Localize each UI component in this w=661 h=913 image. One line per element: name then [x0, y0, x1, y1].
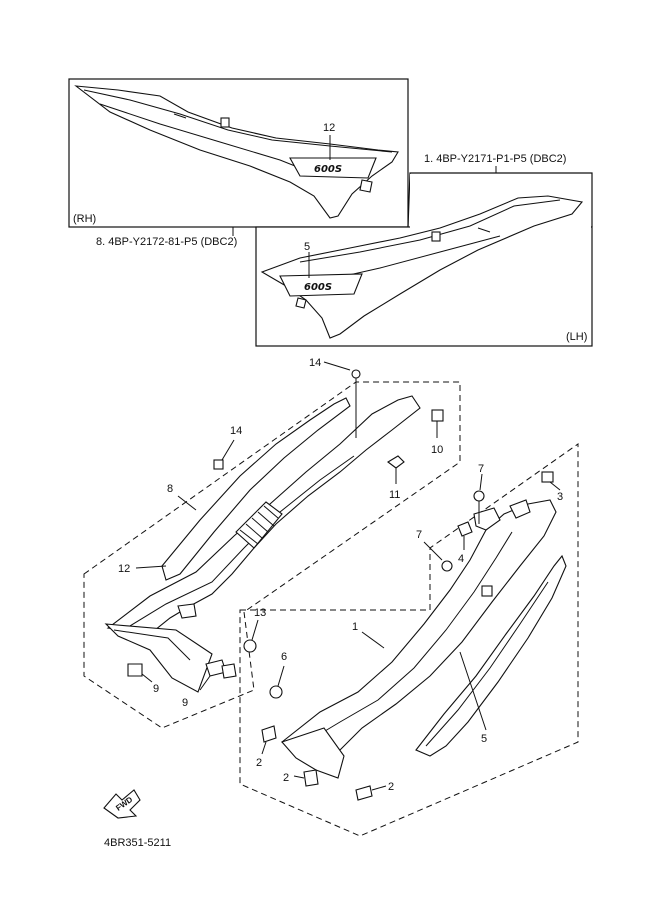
- callout-2-c-leader: [371, 785, 387, 791]
- callout-8-leader: [177, 495, 197, 511]
- callout-14-top: 14: [309, 357, 321, 369]
- lh-cover-inner-line: [299, 531, 513, 747]
- rh-group-boundary: [83, 381, 461, 729]
- callout-14-left-leader: [221, 439, 235, 461]
- rh-cover-ridge: [99, 103, 321, 177]
- rh-cover-tab: [220, 117, 230, 128]
- rh-emblem-fixing: [359, 179, 373, 193]
- lh-side-cover-panel: [260, 195, 584, 339]
- callout-1: 1: [352, 621, 358, 633]
- callout-3-leader: [549, 481, 561, 491]
- lh-rear-tab: [509, 499, 531, 519]
- rh-vent-grille: [235, 501, 283, 549]
- rh-cover-slot: [173, 113, 187, 119]
- callout-14-top-leader: [323, 361, 351, 371]
- lh-exploded-group: 7 3 4 7 1 6 5 2 2 2: [239, 443, 579, 837]
- callout-10: 10: [431, 444, 443, 456]
- fwd-arrow: FWD: [103, 789, 141, 819]
- rh-emblem-text: 600S: [314, 164, 342, 175]
- lh-inset: 1. 4BP-Y2171-P1-P5 (DBC2) 600S 5 (LH): [255, 153, 593, 347]
- lh-top-bracket: [473, 507, 501, 531]
- lh-part-code: 1. 4BP-Y2171-P1-P5 (DBC2): [424, 153, 566, 165]
- grommet-6: [269, 685, 283, 699]
- lh-cover-tab: [431, 231, 441, 242]
- callout-12-leader: [135, 565, 167, 569]
- lh-emblem-text: 600S: [304, 282, 332, 293]
- lh-side-strip-inner: [425, 581, 549, 747]
- lh-side-tab: [481, 585, 493, 597]
- callout-7-top-leader: [479, 473, 483, 491]
- callout-8: 8: [167, 483, 173, 495]
- callout-9-b: 9: [182, 697, 188, 709]
- callout-13: 13: [254, 607, 266, 619]
- callout-2-a: 2: [256, 757, 262, 769]
- lh-cover-slot: [477, 227, 491, 233]
- rh-side-strip: [161, 397, 351, 581]
- lh-inset-frame-upper: [407, 172, 593, 228]
- rh-rubber-mount: [177, 603, 197, 619]
- lh-callout-5: 5: [304, 241, 310, 253]
- nut-13: [243, 639, 257, 653]
- bolt-7-top: [473, 490, 485, 502]
- rh-inset: 600S 12 (RH) 8. 4BP-Y2172-81-P5 (DBC2): [68, 78, 409, 248]
- lh-emblem-fixing: [295, 297, 307, 309]
- callout-5-leader: [459, 651, 487, 731]
- callout-11: 11: [389, 489, 400, 501]
- clip-9-a: [127, 663, 143, 677]
- clip-2-c: [355, 785, 373, 801]
- rh-side-label: (RH): [73, 213, 96, 225]
- screw-14-top: [351, 369, 361, 379]
- clip-10: [431, 409, 444, 422]
- lh-side-strip: [415, 554, 567, 757]
- callout-7-top: 7: [478, 463, 484, 475]
- callout-2-c: 2: [388, 781, 394, 793]
- bolt-7-mid: [441, 560, 453, 572]
- rh-part-code: 8. 4BP-Y2172-81-P5 (DBC2): [96, 236, 237, 248]
- callout-6-leader: [277, 665, 285, 687]
- fwd-arrow-icon: [103, 789, 141, 819]
- callout-9-b-leader: [199, 675, 211, 691]
- clip-3: [541, 471, 554, 483]
- callout-9-a-leader: [141, 673, 153, 683]
- callout-7-mid-leader: [423, 541, 443, 561]
- callout-7-mid: 7: [416, 529, 422, 541]
- rh-callout-12: 12: [323, 122, 335, 134]
- rh-side-cover-panel: [74, 85, 399, 219]
- clip-2-a: [261, 725, 277, 743]
- callout-13-leader: [251, 619, 259, 641]
- lh-side-label: (LH): [566, 331, 587, 343]
- clip-4: [457, 521, 473, 537]
- callout-9-a: 9: [153, 683, 159, 695]
- rh-lower-mount: [104, 623, 213, 693]
- callout-5: 5: [481, 733, 487, 745]
- lh-lower-mount: [281, 727, 345, 779]
- lh-side-cover: [281, 499, 557, 765]
- rh-lower-mount-edge: [113, 629, 191, 661]
- callout-2-a-leader: [261, 741, 267, 755]
- diagram-code: 4BR351-5211: [104, 837, 171, 849]
- callout-4: 4: [458, 553, 464, 565]
- callout-1-leader: [361, 631, 385, 649]
- callout-12: 12: [118, 563, 130, 575]
- grommet-14-left: [213, 459, 224, 470]
- callout-2-b-leader: [293, 775, 305, 779]
- callout-14-left: 14: [230, 425, 242, 437]
- callout-2-b: 2: [283, 772, 289, 784]
- callout-6: 6: [281, 651, 287, 663]
- clip-9-c: [221, 663, 237, 679]
- rh-emblem-plate: [289, 157, 377, 179]
- lh-emblem-plate: [279, 273, 363, 297]
- rh-exploded-group: 14 14 10 11 8 12 13 9 9: [83, 357, 461, 729]
- lh-group-boundary: [239, 443, 579, 837]
- rh-vent-slats: [239, 505, 279, 545]
- callout-3: 3: [557, 491, 563, 503]
- clip-11: [387, 455, 405, 469]
- lh-cover-top-edge: [299, 199, 561, 263]
- clip-2-b: [303, 769, 319, 787]
- rh-cover-inner-line: [119, 455, 355, 633]
